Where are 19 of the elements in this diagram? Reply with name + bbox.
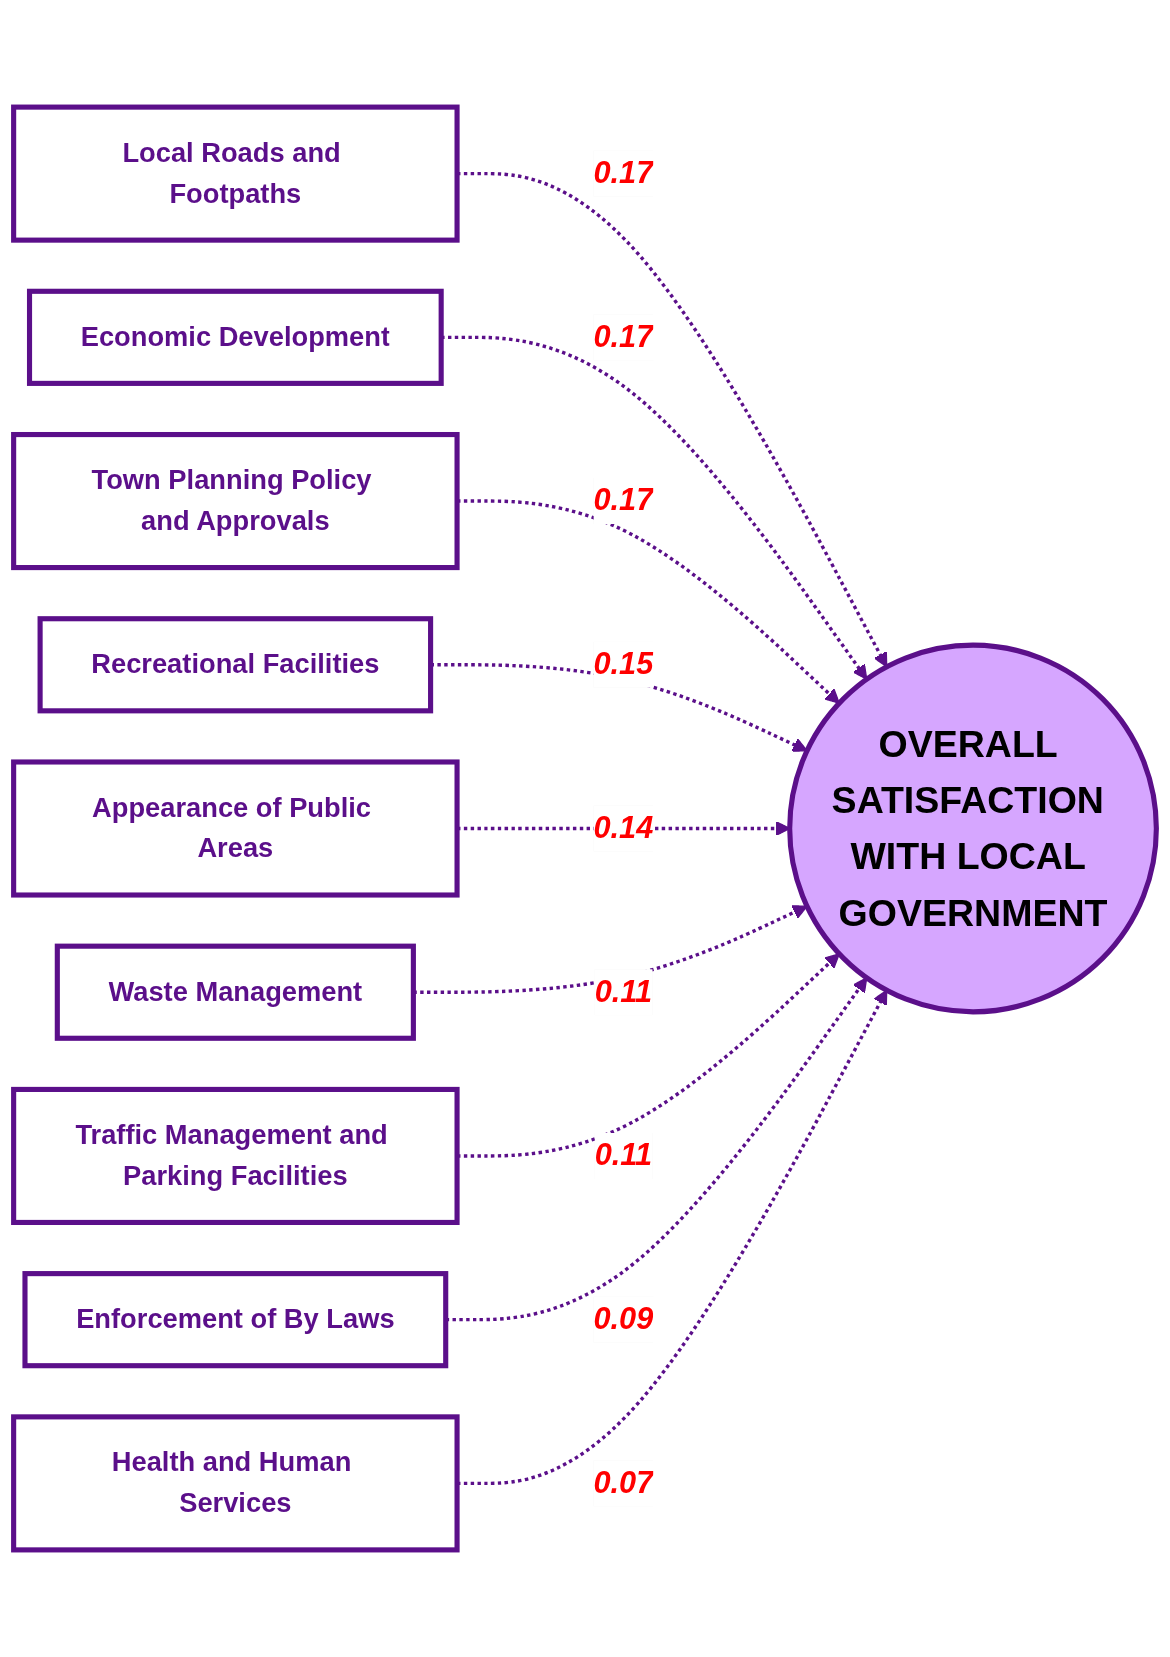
node-circle: OVERALL SATISFACTION WITH LOCAL GOVERNMENT (787, 642, 1159, 1015)
node-box: Waste Management (54, 943, 416, 1041)
edge-label: 0.11 (594, 974, 653, 1009)
node-box: Traffic Management and Parking Facilities (11, 1086, 460, 1225)
edge-label: 0.17 (593, 483, 654, 518)
edge-label: 0.11 (594, 1138, 653, 1173)
node-box: Town Planning Policy and Approvals (11, 432, 460, 571)
edge-label: 0.17 (593, 155, 654, 190)
edge-label: 0.15 (593, 646, 654, 681)
node-box: Economic Development (26, 288, 444, 386)
node-box: Recreational Facilities (37, 616, 434, 714)
edge-label: 0.17 (593, 319, 654, 354)
node-box: Local Roads and Footpaths (11, 104, 460, 243)
edge-label: 0.14 (593, 810, 654, 845)
node-box: Health and Human Services (11, 1414, 460, 1553)
node-box: Appearance of Public Areas (11, 759, 460, 898)
node-box: Enforcement of By Laws (22, 1271, 449, 1369)
edge-label: 0.09 (593, 1301, 654, 1336)
edge-label: 0.07 (593, 1465, 654, 1500)
